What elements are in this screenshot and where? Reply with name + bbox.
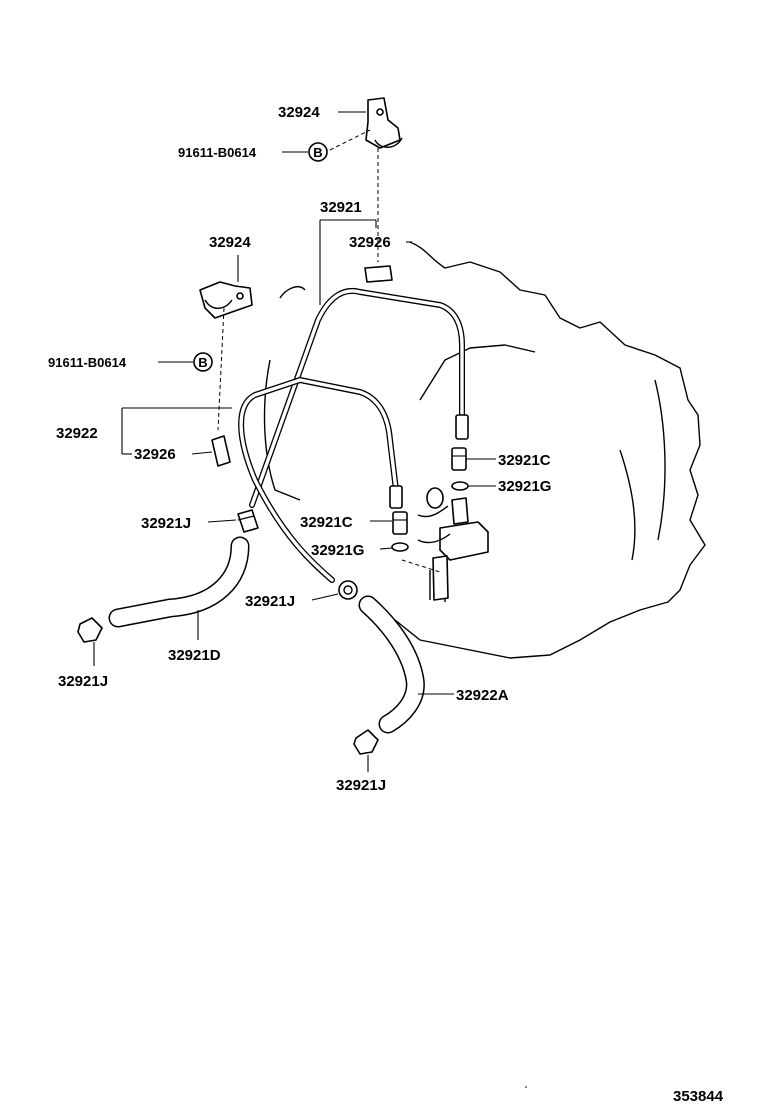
label-bolt-top: 91611-B0614 <box>178 145 257 160</box>
part-labels: 32924 91611-B0614 32921 32926 32924 9161… <box>48 104 551 794</box>
label-union-center: 32921C <box>300 514 353 531</box>
housing-ports <box>401 487 489 601</box>
speck-dot <box>525 1086 527 1088</box>
label-gasket-center: 32921G <box>311 542 364 559</box>
label-clip-left: 32921J <box>141 515 191 532</box>
clip-left <box>237 509 259 533</box>
clip-bottom <box>353 729 379 755</box>
label-bolt-mid: 91611-B0614 <box>48 355 127 370</box>
label-bracket-top: 32924 <box>278 104 320 121</box>
bracket-top <box>365 97 403 149</box>
bolt-mid: B <box>193 352 213 372</box>
transmission-housing <box>263 241 706 659</box>
bolt-mid-mark: B <box>198 355 207 370</box>
pipe-32922 <box>238 377 399 583</box>
union-bolt-right <box>451 447 467 471</box>
sleeve-top <box>364 265 393 283</box>
label-sleeve-top: 32926 <box>349 234 391 251</box>
hose-32921d <box>108 536 250 628</box>
clip-center <box>338 580 358 600</box>
label-clip-bottom: 32921J <box>336 777 386 794</box>
label-bracket-mid: 32924 <box>209 234 251 251</box>
bolt-top: B <box>308 142 328 162</box>
label-hose-right: 32922A <box>456 687 509 704</box>
gasket-center <box>391 542 409 552</box>
label-sleeve-mid: 32926 <box>134 446 176 463</box>
leader-lines <box>93 111 496 772</box>
union-bolt-center <box>392 511 408 535</box>
clip-bottom-left <box>77 617 103 643</box>
pipe-32921 <box>249 288 465 508</box>
gasket-right <box>451 481 469 491</box>
pipe-fittings <box>389 414 469 509</box>
label-gasket-right: 32921G <box>498 478 551 495</box>
bracket-mid <box>199 281 253 319</box>
label-pipe-main: 32921 <box>320 199 362 216</box>
label-clip-center: 32921J <box>245 593 295 610</box>
label-hose-left: 32921D <box>168 647 221 664</box>
label-union-right: 32921C <box>498 452 551 469</box>
label-clip-bottom-left: 32921J <box>58 673 108 690</box>
diagram-ref-number: 353844 <box>673 1088 724 1105</box>
bolt-top-mark: B <box>313 145 322 160</box>
label-pipe-second: 32922 <box>56 425 98 442</box>
sleeve-mid <box>211 435 231 467</box>
hose-32922a <box>358 595 425 734</box>
